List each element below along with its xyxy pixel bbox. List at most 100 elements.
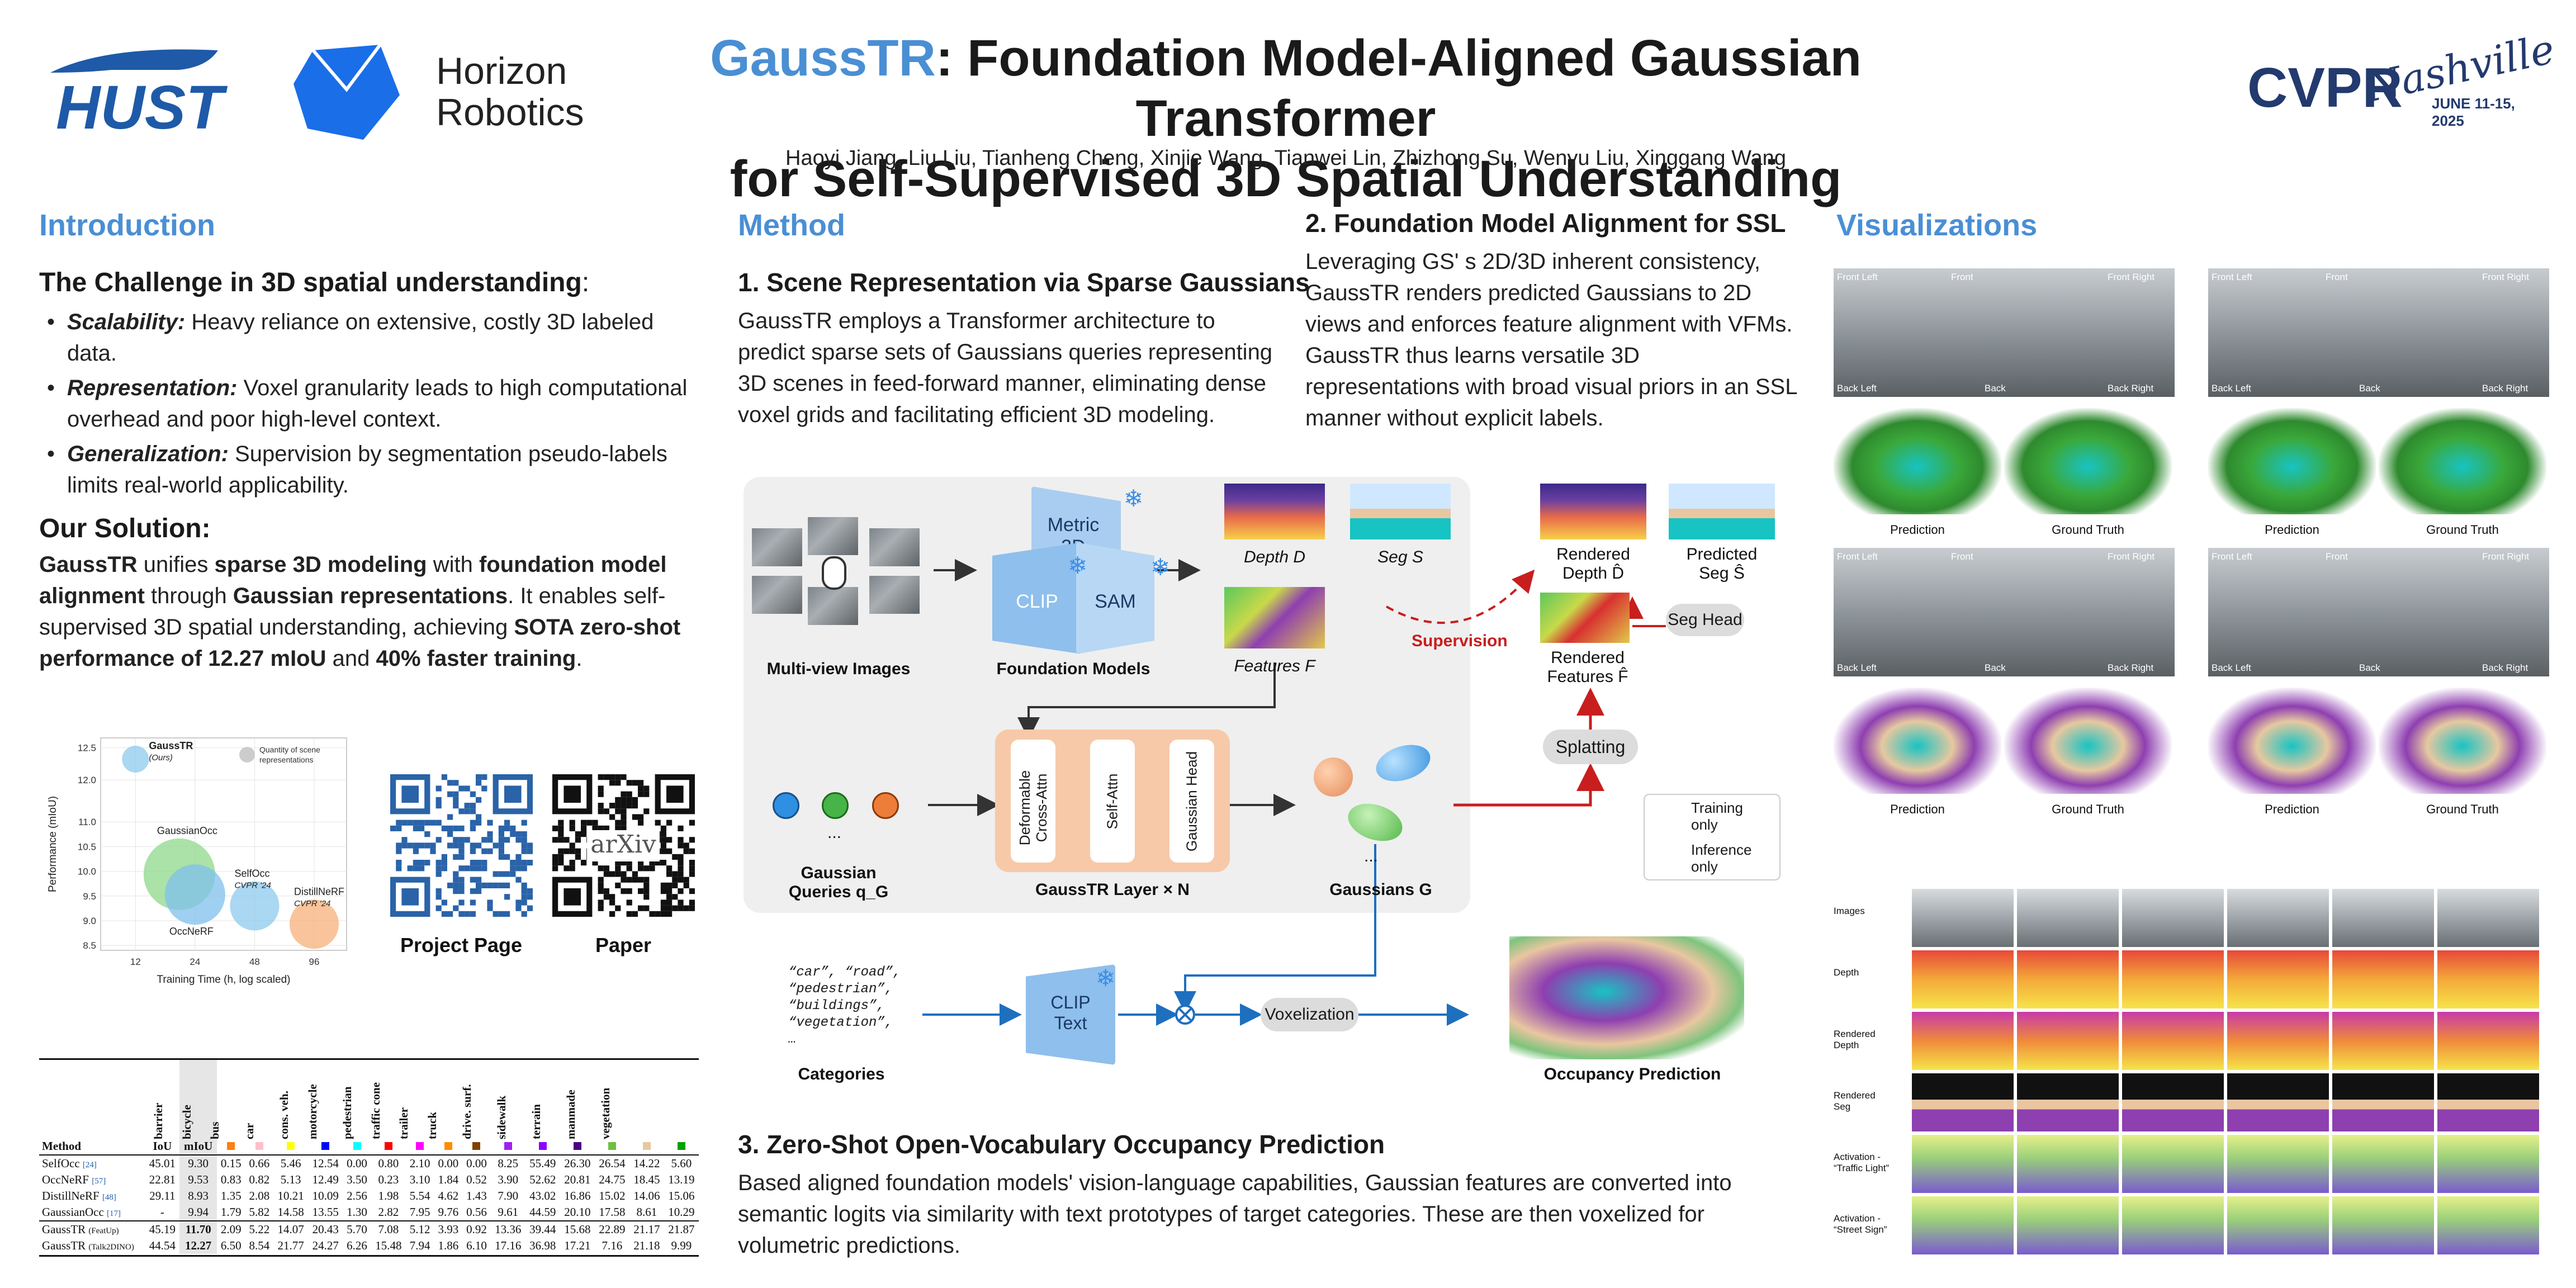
strip-cell <box>2122 1012 2224 1070</box>
qr-module <box>453 837 459 843</box>
qr-module <box>396 820 402 826</box>
svg-text:HUST: HUST <box>56 73 228 140</box>
y-axis-label: Performance (mIoU) <box>47 796 59 892</box>
qr-module <box>413 860 419 866</box>
qr-module <box>621 791 627 797</box>
strip-cell <box>2227 1012 2329 1070</box>
qr-module <box>689 905 695 911</box>
qr-module <box>521 848 527 854</box>
qr-module <box>638 865 644 872</box>
qr-module <box>689 888 695 894</box>
qr-module <box>643 894 650 900</box>
ground-truth-label: Ground Truth <box>2052 523 2124 537</box>
qr-module <box>569 820 575 826</box>
bubble-label: DistillNeRF <box>294 886 344 897</box>
qr-module <box>575 854 581 860</box>
qr-module <box>521 882 527 888</box>
qr-module <box>569 848 575 854</box>
qr-module <box>598 785 604 792</box>
supervision-label: Supervision <box>1412 632 1508 650</box>
qr-module <box>458 854 465 860</box>
solution-text: GaussTR unifies sparse 3D modeling with … <box>39 552 681 671</box>
qr-module <box>666 905 673 911</box>
ground-truth-render <box>2379 688 2546 794</box>
method-s3-text: Based aligned foundation models' vision-… <box>738 1171 1732 1258</box>
qr-module <box>476 780 482 786</box>
strip-cell <box>2437 1073 2539 1131</box>
qr-module <box>552 825 558 831</box>
col-class: car <box>243 1060 343 1155</box>
qr-module <box>678 837 684 843</box>
qr-module <box>603 808 609 815</box>
qr-module <box>615 860 621 866</box>
qr-module <box>504 871 510 877</box>
qr-module <box>666 871 673 877</box>
qr-module <box>441 865 447 872</box>
strip-cell <box>2227 889 2329 947</box>
qr-module <box>632 871 638 877</box>
qr-module <box>643 808 650 815</box>
qr-module <box>558 837 564 843</box>
depth-map <box>1224 484 1325 539</box>
diagram-connectors <box>922 559 1716 1026</box>
x-tick-label: 24 <box>190 956 200 967</box>
qr-module <box>476 877 482 883</box>
qr-module <box>558 860 564 866</box>
qr-module <box>453 888 459 894</box>
qr-module <box>626 860 632 866</box>
qr-paper[interactable]: arXiv <box>552 774 695 917</box>
qr-module <box>453 780 459 786</box>
legend-marker <box>239 747 255 763</box>
qr-module <box>476 860 482 866</box>
qr-module <box>504 882 510 888</box>
qr-module <box>521 865 527 872</box>
qr-module <box>666 899 673 906</box>
bubble-label: GaussianOcc <box>157 825 217 836</box>
qr-module <box>521 911 527 917</box>
gausstr-layer-label: GaussTR Layer × N <box>1035 880 1190 899</box>
strip-cell <box>2332 1012 2434 1070</box>
qr-module <box>515 860 522 866</box>
voxelization-box: Voxelization <box>1261 998 1358 1031</box>
qr-paper-label: Paper <box>595 934 652 956</box>
camera-label: Back Right <box>2482 383 2528 394</box>
qr-module <box>476 882 482 888</box>
qr-module <box>447 911 453 917</box>
qr-module <box>603 871 609 877</box>
qr-module <box>470 803 476 809</box>
qr-module <box>527 888 533 894</box>
qr-module <box>464 865 470 872</box>
qr-module <box>598 774 604 780</box>
qr-module <box>689 848 695 854</box>
qr-module <box>447 831 453 837</box>
qr-module <box>453 797 459 803</box>
qr-module <box>464 785 470 792</box>
qr-module <box>626 780 632 786</box>
bubble-sublabel: CVPR '24 <box>234 880 271 890</box>
strip-cell <box>1912 1135 2014 1193</box>
qr-project[interactable] <box>390 774 533 917</box>
legend-training-label: Training only <box>1691 799 1743 833</box>
qr-module <box>487 820 493 826</box>
qr-module <box>476 820 482 826</box>
qr-module <box>487 899 493 906</box>
qr-module <box>424 820 430 826</box>
horizon-robotics-logo: Horizon Robotics <box>291 39 604 145</box>
qr-module <box>470 860 476 866</box>
qr-module <box>453 882 459 888</box>
qr-module <box>498 831 504 837</box>
strip-row-label: Rendered Depth <box>1834 1029 1876 1050</box>
clip-block <box>992 542 1082 654</box>
strip-cell <box>2017 889 2119 947</box>
qr-module <box>666 894 673 900</box>
qr-module <box>424 860 430 866</box>
qr-module <box>481 865 487 872</box>
strip-cell <box>2017 1073 2119 1131</box>
qr-module <box>401 842 408 849</box>
strip-cell <box>1912 1012 2014 1070</box>
ground-truth-label: Ground Truth <box>2426 523 2499 537</box>
qr-module <box>552 854 558 860</box>
qr-module <box>638 888 644 894</box>
qr-module <box>453 803 459 809</box>
qr-project-label: Project Page <box>400 934 523 956</box>
